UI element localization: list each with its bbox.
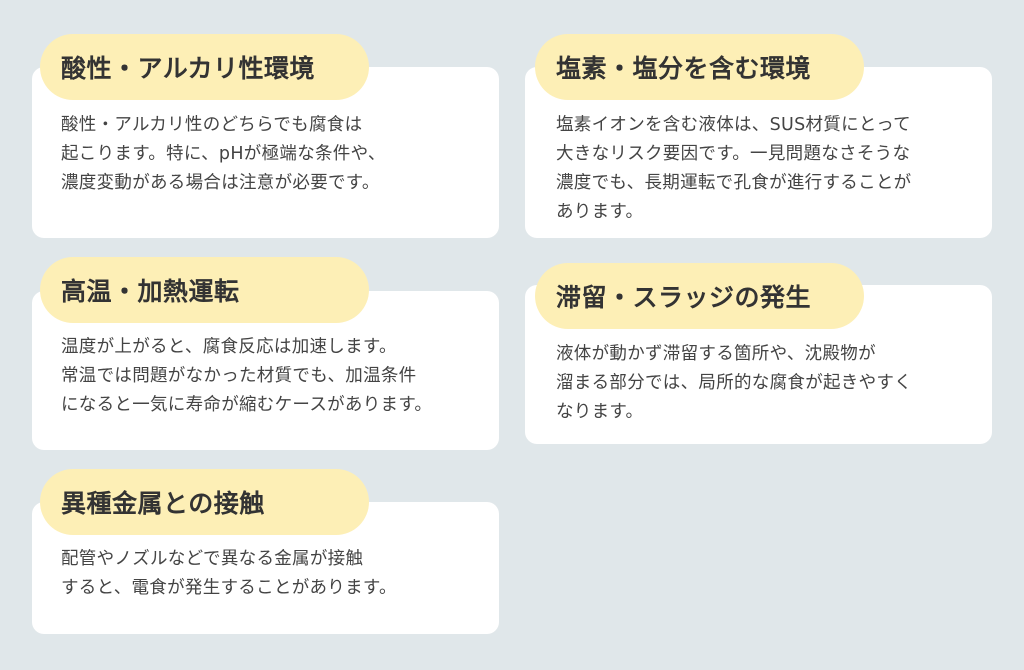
card-title: 酸性・アルカリ性環境 <box>61 54 316 83</box>
card-title: 塩素・塩分を含む環境 <box>556 54 812 83</box>
card-title: 異種金属との接触 <box>61 489 265 518</box>
card-title-pill: 異種金属との接触 <box>40 469 369 535</box>
card-title-pill: 高温・加熱運転 <box>40 257 369 323</box>
card-description: 温度が上がると、腐食反応は加速します。 常温では問題がなかった材質でも、加温条件… <box>61 337 433 415</box>
card-description: 配管やノズルなどで異なる金属が接触 すると、電食が発生することがあります。 <box>61 549 397 598</box>
card-title-pill: 滞留・スラッジの発生 <box>535 263 864 329</box>
card-description: 酸性・アルカリ性のどちらでも腐食は 起こります。特に、pHが極端な条件や、 濃度… <box>61 115 386 193</box>
card-description: 液体が動かず滞留する箇所や、沈殿物が 溜まる部分では、局所的な腐食が起きやすく … <box>556 344 912 422</box>
card-description: 塩素イオンを含む液体は、SUS材質にとって 大きなリスク要因です。一見問題なさそ… <box>556 115 912 222</box>
card-title-pill: 塩素・塩分を含む環境 <box>535 34 864 100</box>
card-title: 高温・加熱運転 <box>61 277 240 306</box>
card-title-pill: 酸性・アルカリ性環境 <box>40 34 369 100</box>
card-title: 滞留・スラッジの発生 <box>556 283 812 312</box>
